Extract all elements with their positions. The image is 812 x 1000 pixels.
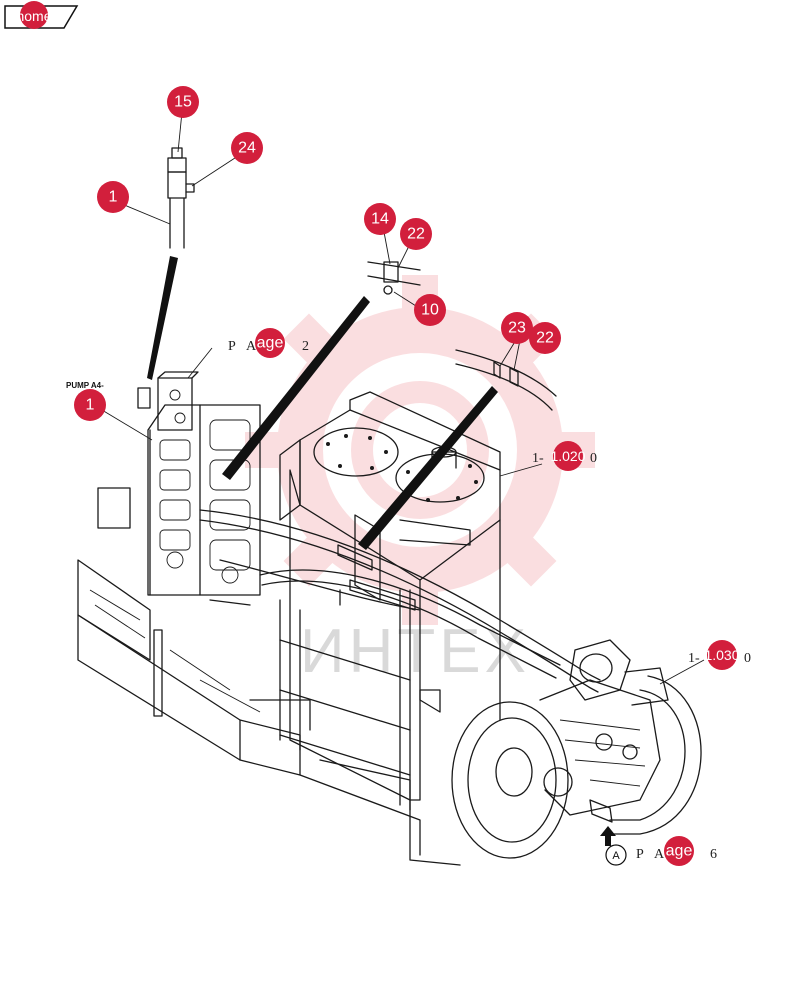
assembly-ref-1030-badge: 1.030 — [704, 647, 739, 663]
home-button[interactable]: home — [4, 1, 79, 29]
home-label: home — [16, 8, 51, 24]
part-badge-1-hose-label: 1 — [109, 189, 118, 206]
part-badge-10[interactable]: 10 — [414, 294, 446, 326]
part-badge-24-label: 24 — [238, 140, 256, 157]
view-a-arrow — [600, 826, 616, 846]
page-ref-6-prefix: P A — [636, 847, 668, 862]
hose-lines-drawing — [199, 509, 702, 835]
part-badge-22-clamp[interactable]: 22 — [400, 218, 432, 250]
fitting-detail-15-drawing — [167, 147, 195, 249]
assembly-ref-1020-suffix: 0 — [590, 451, 597, 466]
assembly-ref-1020[interactable]: 1- 1.020 0 — [532, 441, 597, 471]
part-badge-22-clamp-label: 22 — [407, 226, 425, 243]
part-badge-10-label: 10 — [421, 302, 439, 319]
part-badge-14-label: 14 — [371, 211, 389, 228]
part-badge-1-hose[interactable]: 1 — [97, 181, 129, 213]
part-badge-23[interactable]: 23 — [501, 312, 533, 344]
part-badge-1-valve-label: 1 — [86, 397, 95, 414]
assembly-ref-1020-badge: 1.020 — [550, 448, 585, 464]
page-ref-6[interactable]: P A age 6 — [636, 836, 717, 866]
page-ref-6-badge: age — [666, 843, 693, 860]
leader-lines — [101, 111, 705, 685]
assembly-ref-1030[interactable]: 1- 1.030 0 — [688, 640, 751, 670]
leader-arrows — [147, 256, 498, 550]
part-badge-23-label: 23 — [508, 320, 526, 337]
pump-assembly-drawing — [451, 639, 669, 859]
page-ref-6-number: 6 — [710, 847, 717, 862]
view-a-marker: A — [605, 844, 627, 866]
part-badge-14[interactable]: 14 — [364, 203, 396, 235]
assembly-ref-1020-prefix: 1- — [532, 451, 544, 466]
page-ref-2-prefix: P A — [228, 339, 260, 354]
watermark-text: ИНТЕХ — [300, 617, 530, 686]
part-badge-24[interactable]: 24 — [231, 132, 263, 164]
page-ref-2[interactable]: P A age 2 — [228, 328, 309, 358]
control-valve-drawing — [137, 371, 261, 606]
pump-label: PUMP A4- — [66, 381, 104, 390]
part-badge-1-valve[interactable]: 1 — [74, 389, 106, 421]
part-badge-15-label: 15 — [174, 94, 192, 111]
assembly-ref-1030-suffix: 0 — [744, 651, 751, 666]
part-badge-22-pipe[interactable]: 22 — [529, 322, 561, 354]
part-badge-15[interactable]: 15 — [167, 86, 199, 118]
clamp-detail-14-22-drawing — [367, 261, 421, 295]
assembly-ref-1030-prefix: 1- — [688, 651, 700, 666]
page-ref-2-badge: age — [257, 335, 284, 352]
svg-text:A: A — [612, 850, 620, 862]
page-ref-2-number: 2 — [302, 339, 309, 354]
part-badge-22-pipe-label: 22 — [536, 330, 554, 347]
clamp-detail-23-22-drawing — [455, 349, 557, 411]
